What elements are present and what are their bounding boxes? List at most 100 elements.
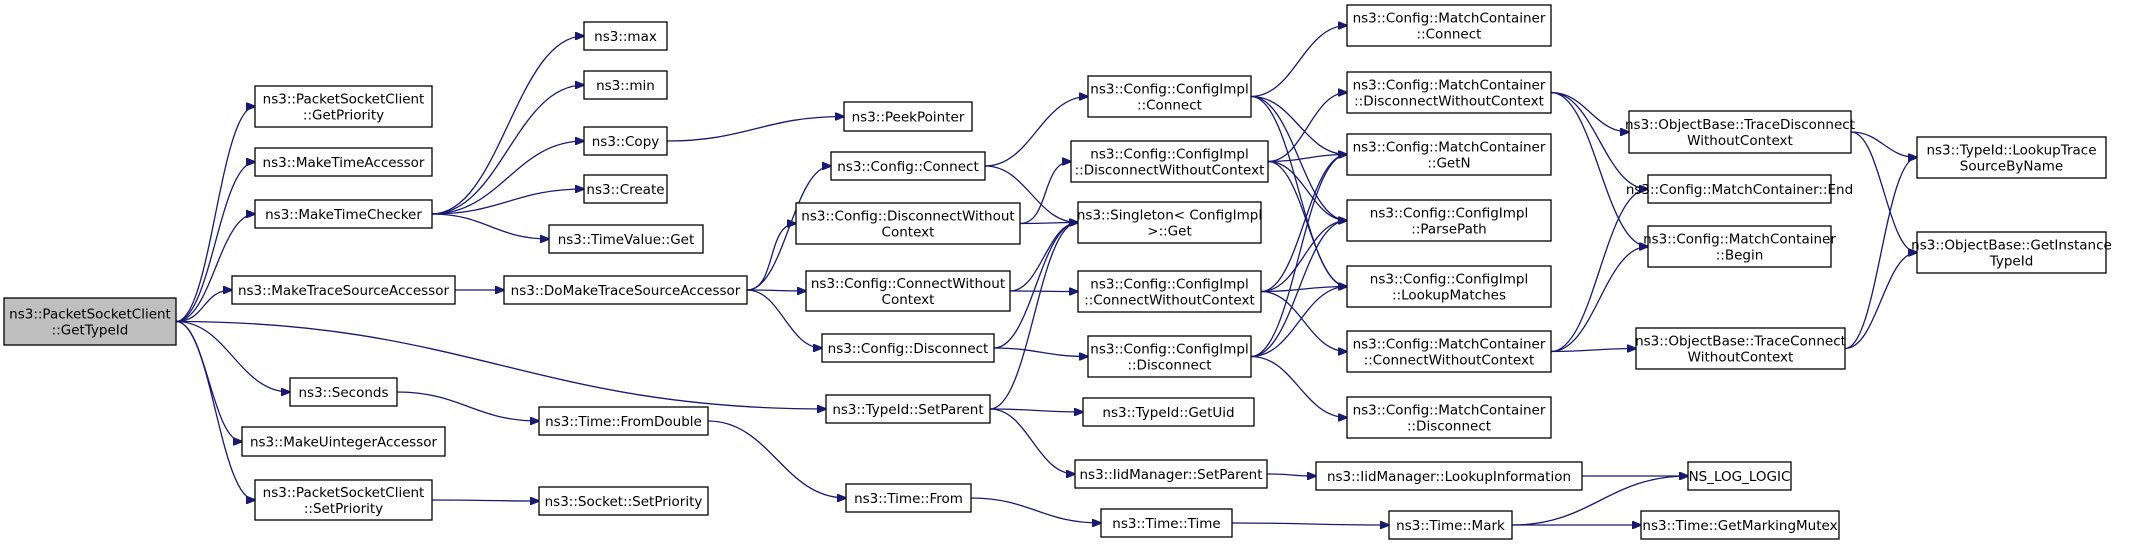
node-fromdouble[interactable]: ns3::Time::FromDouble [538, 406, 709, 436]
node-psc_setprio[interactable]: ns3::PacketSocketClient::SetPriority [254, 479, 433, 521]
node-timemark[interactable]: ns3::Time::Mark [1388, 510, 1513, 540]
node-label: SourceByName [1960, 159, 2063, 175]
node-domaketsa[interactable]: ns3::DoMakeTraceSourceAccessor [503, 275, 748, 305]
node-label: ::SetPriority [304, 501, 383, 517]
node-label: ns3::ObjectBase::TraceDisconnect [1625, 117, 1855, 133]
edge-iid_setparent-to-iid_lookupinfo [1266, 474, 1316, 476]
node-ci_parsepath[interactable]: ns3::Config::ConfigImpl::ParsePath [1346, 199, 1552, 242]
node-ci_connwoc[interactable]: ns3::Config::ConfigImpl::ConnectWithoutC… [1077, 270, 1262, 313]
node-label: >::Get [1147, 224, 1191, 240]
node-iid_setparent[interactable]: ns3::IidManager::SetParent [1074, 459, 1268, 489]
edge-root-to-maketimechk [175, 214, 255, 323]
node-maketimeacc[interactable]: ns3::MakeTimeAccessor [254, 147, 433, 177]
node-getmarkmutex[interactable]: ns3::Time::GetMarkingMutex [1640, 510, 1840, 540]
edge-timetime-to-timemark [1231, 523, 1389, 525]
node-mc_discwoc[interactable]: ns3::Config::MatchContainer::DisconnectW… [1346, 71, 1552, 114]
node-label: ::ConnectWithoutContext [1084, 293, 1255, 309]
node-label: ns3::Config::ConfigImpl [1090, 342, 1248, 358]
node-min[interactable]: ns3::min [583, 70, 668, 100]
node-label: ns3::Copy [592, 134, 660, 150]
node-ci_connect[interactable]: ns3::Config::ConfigImpl::Connect [1087, 75, 1252, 118]
edge-maketimechk-to-min [431, 85, 584, 215]
node-label: ns3::Config::ConnectWithout [811, 276, 1005, 292]
node-makeuint[interactable]: ns3::MakeUintegerAccessor [241, 426, 446, 457]
node-ci_lookup[interactable]: ns3::Config::ConfigImpl::LookupMatches [1346, 265, 1552, 308]
node-mc_disc[interactable]: ns3::Config::MatchContainer::Disconnect [1346, 396, 1552, 439]
node-box [231, 275, 456, 305]
edge-cfgconnect-to-singleton [984, 165, 1078, 223]
node-label: ::Connect [1417, 27, 1482, 43]
edge-setparent-to-iid_setparent [989, 408, 1075, 474]
node-box [3, 297, 177, 346]
node-box [830, 151, 986, 181]
node-root[interactable]: ns3::PacketSocketClient::GetTypeId [3, 297, 177, 346]
node-maketsa[interactable]: ns3::MakeTraceSourceAccessor [231, 275, 456, 305]
node-label: ns3::Config::MatchContainer [1353, 403, 1546, 419]
edge-setparent-to-getuid [989, 409, 1083, 412]
edge-mc_connwoc-to-ob_traceconnwoc [1550, 349, 1636, 352]
node-box [241, 426, 446, 457]
node-cfgdiscwoc[interactable]: ns3::Config::DisconnectWithoutContext [795, 202, 1021, 245]
node-ob_tracediscwoc[interactable]: ns3::ObjectBase::TraceDisconnectWithoutC… [1625, 110, 1855, 154]
edge-maketimechk-to-tvget [431, 213, 549, 239]
node-box [1916, 231, 2107, 274]
node-singleton[interactable]: ns3::Singleton< ConfigImpl >::Get [1077, 201, 1262, 244]
node-nslog[interactable]: NS_LOG_LOGIC [1687, 461, 1792, 491]
node-label: ns3::Config::MatchContainer [1353, 140, 1546, 156]
node-label: ns3::ObjectBase::GetInstance [1911, 238, 2112, 254]
node-label: ns3::IidManager::LookupInformation [1327, 469, 1571, 485]
node-box [795, 202, 1021, 245]
node-box [1070, 140, 1269, 183]
node-socksetprio[interactable]: ns3::Socket::SetPriority [538, 486, 709, 516]
node-layer: ns3::PacketSocketClient::GetTypeIdns3::P… [3, 4, 2112, 540]
edge-cfgdiscwoc-to-singleton [1019, 223, 1078, 224]
node-label: ns3::max [594, 29, 657, 45]
node-timetime[interactable]: ns3::Time::Time [1100, 508, 1233, 538]
node-max[interactable]: ns3::max [583, 21, 668, 51]
node-setparent[interactable]: ns3::TypeId::SetParent [825, 394, 991, 424]
node-cfgconnwoc[interactable]: ns3::Config::ConnectWithoutContext [805, 270, 1011, 312]
node-seconds[interactable]: ns3::Seconds [289, 377, 398, 407]
node-copy[interactable]: ns3::Copy [583, 126, 668, 156]
edge-mc_connwoc-to-mc_begin [1550, 247, 1648, 353]
node-ci_discwoc[interactable]: ns3::Config::ConfigImpl::DisconnectWitho… [1070, 140, 1269, 183]
node-mc_end[interactable]: ns3::Config::MatchContainer::End [1626, 174, 1853, 204]
node-box [538, 486, 709, 516]
node-tvget[interactable]: ns3::TimeValue::Get [548, 224, 704, 254]
node-label: ::GetPriority [303, 108, 384, 124]
node-ci_disc[interactable]: ns3::Config::ConfigImpl::Disconnect [1087, 335, 1252, 378]
node-mc_connwoc[interactable]: ns3::Config::MatchContainer::ConnectWith… [1346, 330, 1552, 373]
node-timefrom[interactable]: ns3::Time::From [845, 483, 972, 513]
node-mc_begin[interactable]: ns3::Config::MatchContainer::Begin [1643, 225, 1836, 268]
node-iid_lookupinfo[interactable]: ns3::IidManager::LookupInformation [1315, 461, 1583, 491]
node-getuid[interactable]: ns3::TypeId::GetUid [1082, 397, 1255, 427]
edge-layer [175, 26, 1917, 526]
node-mc_getn[interactable]: ns3::Config::MatchContainer::GetN [1346, 133, 1552, 176]
node-box [1346, 330, 1552, 373]
edge-domaketsa-to-cfgdisc [746, 289, 822, 348]
edge-root-to-maketsa [175, 290, 232, 323]
node-label: ns3::Time::GetMarkingMutex [1642, 518, 1837, 534]
edge-ci_connwoc-to-ci_lookup [1260, 287, 1347, 293]
node-peek[interactable]: ns3::PeekPointer [843, 101, 973, 132]
node-mc_connect[interactable]: ns3::Config::MatchContainer::Connect [1346, 4, 1552, 47]
node-label: ns3::Config::MatchContainer [1643, 232, 1836, 248]
edge-root-to-setparent [175, 320, 826, 410]
edge-ci_connwoc-to-ci_parsepath [1260, 221, 1347, 293]
node-cfgconnect[interactable]: ns3::Config::Connect [830, 151, 986, 181]
edge-maketimechk-to-copy [431, 141, 584, 215]
node-box [254, 199, 433, 229]
node-ob_traceconnwoc[interactable]: ns3::ObjectBase::TraceConnectWithoutCont… [1635, 327, 1846, 370]
node-label: WithoutContext [1688, 350, 1794, 366]
node-cfgdisc[interactable]: ns3::Config::Disconnect [821, 333, 995, 363]
node-label: ns3::IidManager::SetParent [1080, 467, 1263, 483]
edge-root-to-seconds [175, 320, 290, 393]
node-maketimechk[interactable]: ns3::MakeTimeChecker [254, 199, 433, 229]
node-box [1346, 265, 1552, 308]
node-create[interactable]: ns3::Create [583, 174, 668, 204]
node-psc_getprio[interactable]: ns3::PacketSocketClient::GetPriority [254, 85, 433, 128]
node-box [1074, 459, 1268, 489]
